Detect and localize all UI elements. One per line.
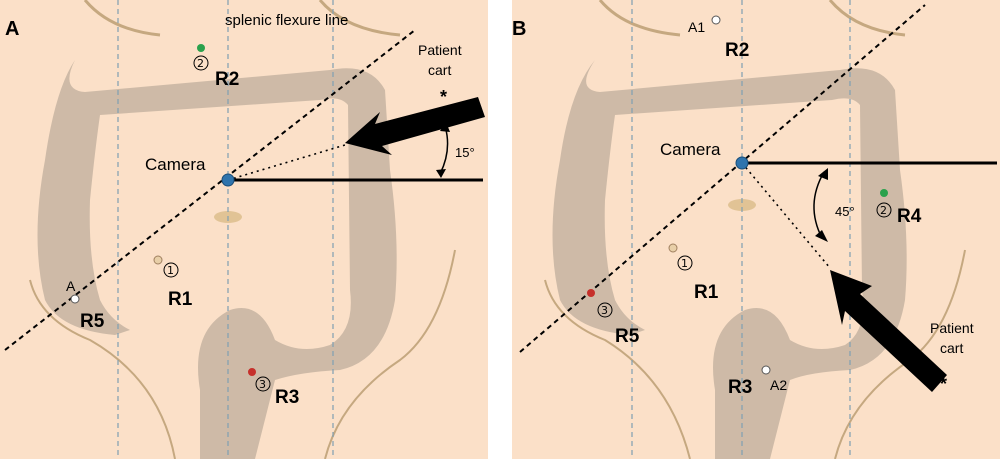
- navel: [728, 199, 756, 211]
- port-r5-marker: [587, 289, 595, 297]
- panel-a: A splenic flexure line Patient cart * 15…: [0, 0, 488, 459]
- angle-label: 45°: [835, 204, 855, 219]
- assist-port-label: A2: [770, 377, 787, 393]
- port-label-r1: R1: [168, 289, 193, 310]
- port-label-r1: R1: [694, 282, 719, 303]
- rib-line-left: [83, 0, 161, 37]
- camera-port: [221, 173, 235, 187]
- patient-cart-label-line2: cart: [940, 340, 963, 356]
- angle-arrowhead: [815, 230, 828, 242]
- pelvis-line-left: [29, 279, 176, 459]
- port-r4-marker: [880, 189, 888, 197]
- dotted-direction-line: [227, 144, 346, 181]
- dotted-direction-line: [741, 162, 831, 269]
- port-number-circle: [255, 376, 271, 392]
- camera-label: Camera: [660, 140, 721, 159]
- camera-port: [735, 156, 749, 170]
- splenic-flexure-line: [519, 4, 926, 353]
- port-number: 3: [601, 304, 608, 317]
- rib-line-left: [598, 0, 681, 37]
- port-r1-marker: [153, 255, 163, 265]
- port-label-r5: R5: [615, 326, 640, 347]
- colon: [37, 60, 397, 459]
- port-number-circle: [876, 202, 892, 218]
- port-label-r3: R3: [275, 387, 299, 408]
- pelvis-line-left: [544, 279, 691, 459]
- port-number-circle: [193, 55, 209, 71]
- port-label-r3: R3: [728, 377, 752, 398]
- patient-cart-label-line1: Patient: [930, 320, 974, 336]
- port-number: 1: [167, 264, 174, 277]
- port-number: 2: [880, 204, 887, 217]
- port-r3-marker: [248, 368, 256, 376]
- assist-port-marker: [761, 365, 771, 375]
- port-number-circle: [597, 302, 613, 318]
- port-label-r4: R4: [897, 206, 922, 227]
- patient-cart-label-line2: cart: [428, 62, 451, 78]
- cart-asterisk: *: [440, 87, 447, 107]
- rib-line-right: [828, 0, 906, 37]
- port-number-circle: [163, 262, 179, 278]
- patient-cart-arrow: [830, 270, 947, 392]
- splenic-flexure-label: splenic flexure line: [225, 12, 348, 29]
- rib-line-right: [318, 0, 401, 37]
- port-label-r5: R5: [80, 311, 105, 332]
- camera-label: Camera: [145, 155, 206, 174]
- port-number: 2: [197, 57, 204, 70]
- port-number-circle: [677, 255, 693, 271]
- panel-letter: B: [512, 18, 526, 40]
- panel-letter: A: [5, 18, 19, 40]
- assist-port-marker: [711, 15, 721, 25]
- splenic-flexure-line: [4, 29, 416, 351]
- pelvis-line-right: [324, 249, 456, 459]
- port-label-r2: R2: [725, 40, 749, 61]
- angle-arc: [813, 171, 825, 239]
- port-r2-marker: [197, 44, 205, 52]
- patient-cart-label-line1: Patient: [418, 42, 462, 58]
- angle-label: 15°: [455, 145, 475, 160]
- cart-asterisk: *: [940, 374, 947, 394]
- angle-arrowhead: [818, 168, 828, 180]
- panel-b: B A1 R2 Camera 45° 2 R4 1 R1 3 R5 Patien…: [512, 0, 1000, 459]
- port-number: 1: [681, 257, 688, 270]
- port-number: 3: [259, 378, 266, 391]
- panel-separator: [488, 0, 512, 459]
- patient-cart-arrow: [345, 97, 485, 155]
- port-r1-marker: [668, 243, 678, 253]
- assist-port-marker: [70, 294, 80, 304]
- colon: [552, 60, 907, 459]
- assist-port-label: A: [66, 278, 76, 294]
- assist-port-label: A1: [688, 19, 705, 35]
- port-label-r2: R2: [215, 69, 239, 90]
- angle-arrowhead: [436, 169, 446, 178]
